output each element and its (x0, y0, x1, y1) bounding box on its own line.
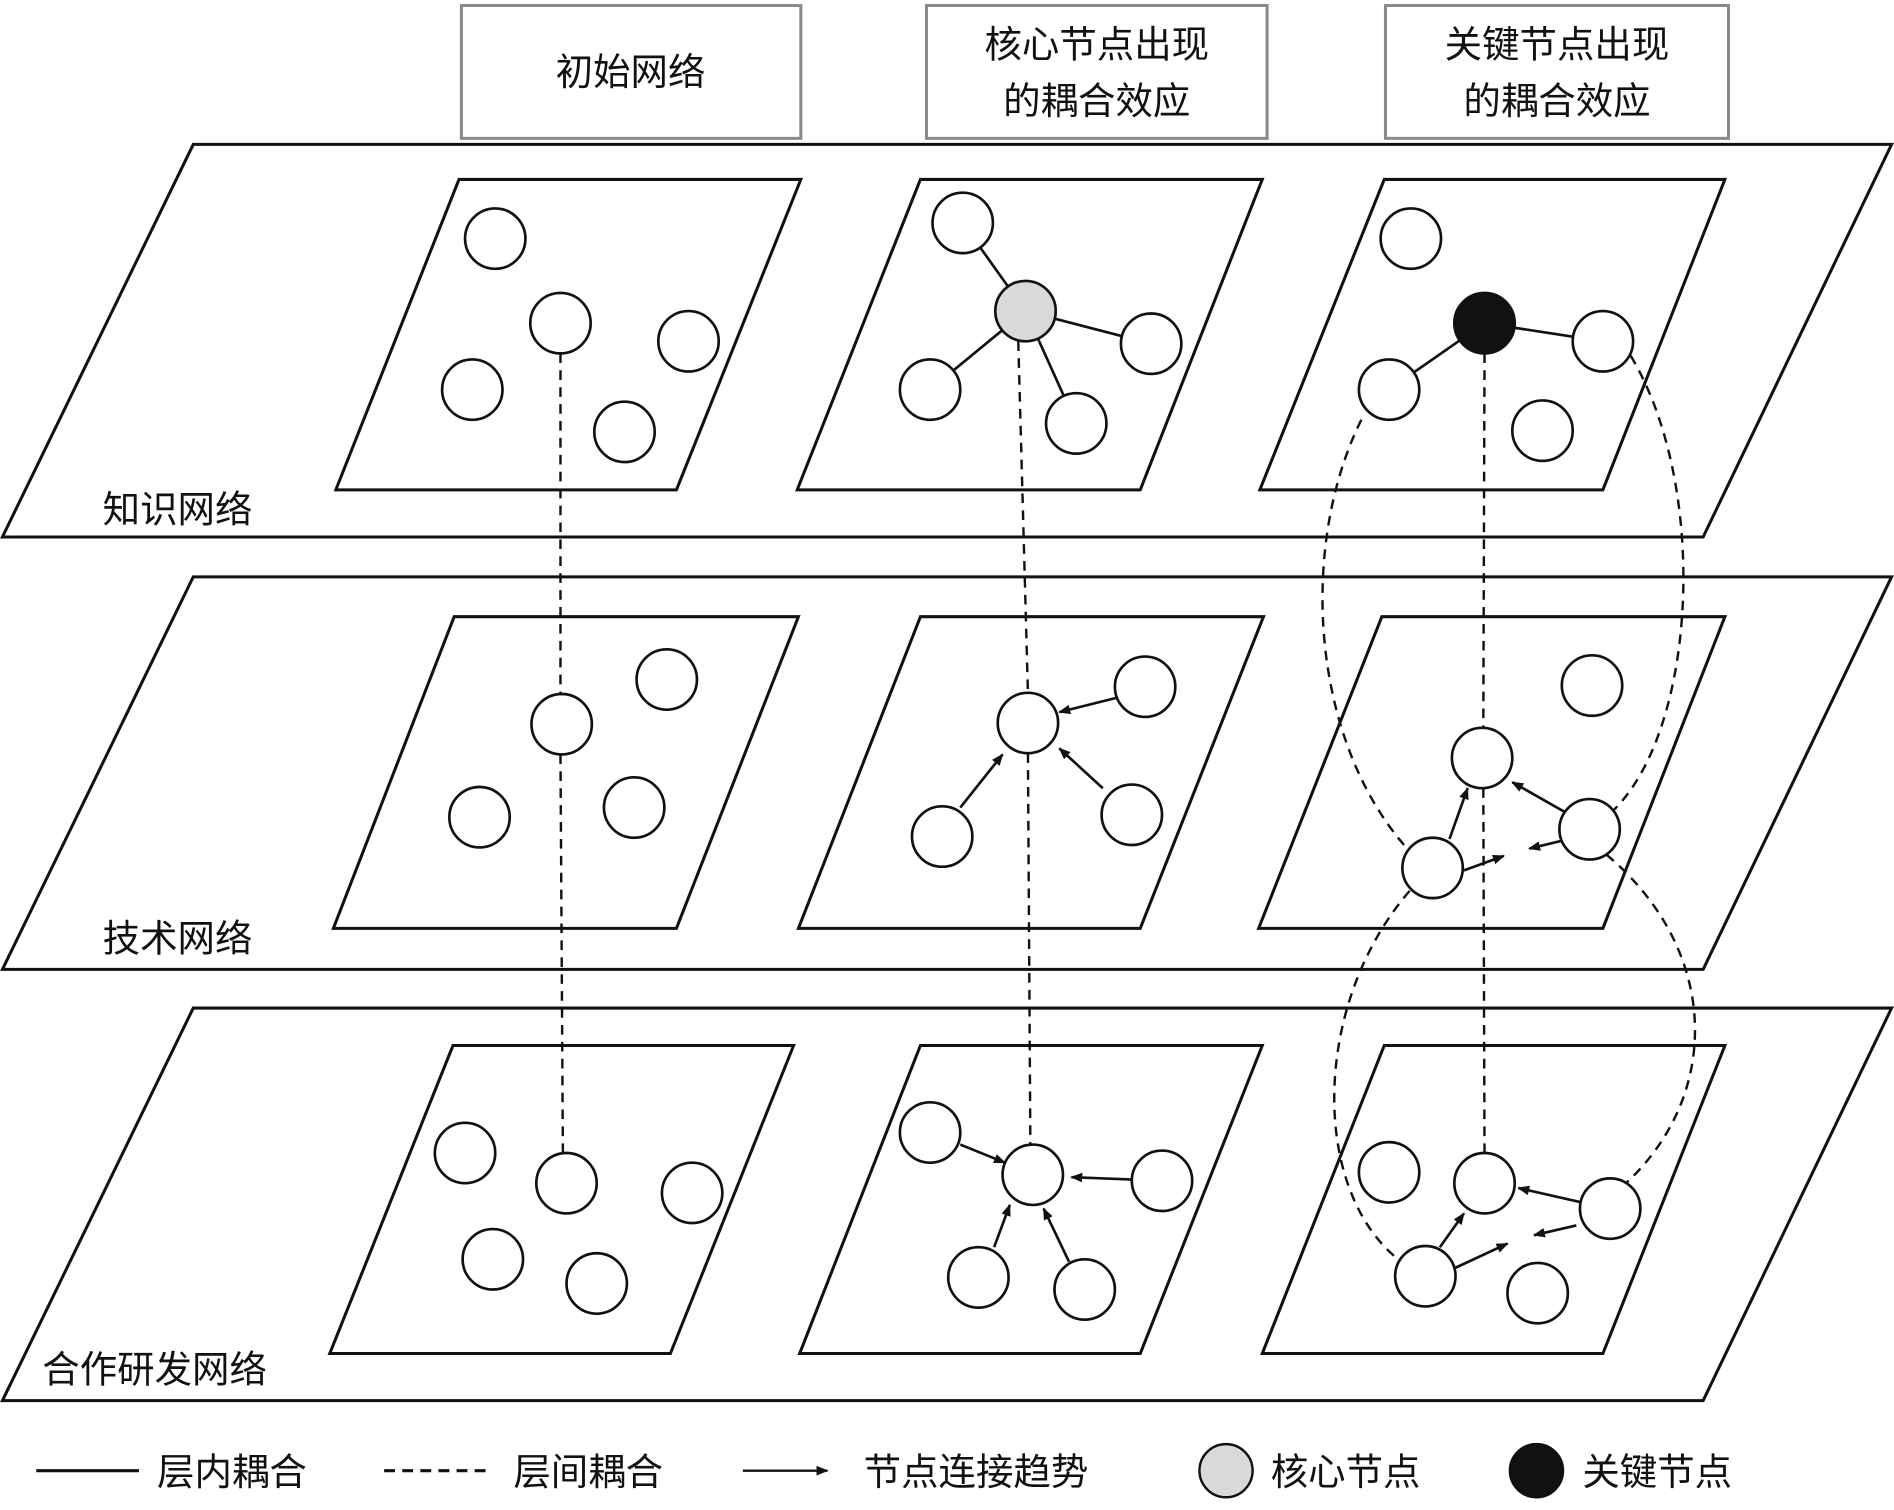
legend-intra-layer: 层内耦合 (157, 1450, 307, 1494)
connection-trend-arrow (1058, 747, 1104, 790)
network-node (996, 691, 1060, 755)
network-node (592, 400, 657, 464)
network-node (1510, 399, 1575, 463)
network-node (931, 191, 995, 255)
header-text-line2: 的耦合效应 (1003, 79, 1190, 123)
network-node (463, 207, 527, 271)
layer-label-collaboration: 合作研发网络 (42, 1348, 267, 1392)
network-node (528, 291, 592, 355)
connection-trend-arrow (1463, 854, 1505, 872)
network-node (1560, 654, 1624, 718)
network-node (1357, 358, 1421, 422)
connection-trend-arrow (1454, 1242, 1509, 1269)
network-node (461, 1227, 525, 1291)
network-node (1452, 1151, 1517, 1215)
key-node-icon (1508, 1442, 1565, 1499)
network-node (1401, 836, 1465, 900)
network-node (656, 309, 721, 373)
connection-trend-arrow (992, 1203, 1012, 1248)
core-node-icon (1198, 1442, 1254, 1499)
connection-trend-arrow (1438, 1212, 1466, 1248)
inter-layer-dashed-curve (1321, 419, 1409, 850)
network-node (1100, 783, 1164, 847)
network-node (1506, 1261, 1570, 1325)
connection-trend-arrow (1448, 787, 1469, 840)
connection-trend-arrow (1511, 781, 1567, 814)
network-node (1113, 655, 1177, 719)
network-node (1044, 391, 1108, 455)
connection-trend-arrow (959, 753, 1004, 809)
legend-trend: 节点连接趋势 (864, 1450, 1089, 1494)
inter-layer-dashed-line (1017, 341, 1030, 693)
inter-layer-dashed-curve (1333, 890, 1411, 1263)
connection-trend-arrow (1058, 696, 1118, 715)
core-node (993, 279, 1058, 343)
inter-layer-dashed-curve (1612, 355, 1685, 811)
network-node (602, 776, 666, 840)
layer-label-technology: 技术网络 (103, 916, 253, 960)
network-node (1571, 309, 1635, 373)
inter-layer-dashed-line (1026, 753, 1032, 1145)
network-node (565, 1251, 629, 1315)
network-node (898, 358, 962, 422)
network-node (1578, 1177, 1642, 1241)
connection-trend-arrow (959, 1143, 1007, 1164)
key-node (1452, 291, 1517, 355)
connection-trend-arrow (1532, 1224, 1577, 1238)
header-key-node-coupling: 关键节点出现 的耦合效应 (1383, 3, 1731, 140)
header-text-line1: 关键节点出现 (1445, 22, 1670, 66)
header-core-node-coupling: 核心节点出现 的耦合效应 (924, 3, 1269, 140)
network-node (1450, 726, 1514, 790)
header-text-line1: 核心节点出现 (984, 22, 1209, 66)
layer-label-knowledge: 知识网络 (103, 487, 253, 531)
network-node (1053, 1257, 1117, 1322)
header-initial-network: 初始网络 (459, 3, 803, 140)
network-node (910, 805, 974, 869)
legend: 层内耦合 层间耦合 节点连接趋势 核心节点 关键节点 (36, 1442, 1732, 1499)
network-node (1001, 1143, 1065, 1207)
network-node (448, 785, 512, 849)
legend-key-node: 关键节点 (1582, 1450, 1732, 1494)
network-node (1130, 1149, 1194, 1213)
network-node (530, 692, 594, 756)
network-node (1558, 797, 1622, 861)
header-text: 初始网络 (556, 50, 706, 94)
network-node (534, 1151, 599, 1215)
network-node (660, 1161, 724, 1225)
inter-layer-dashed-line (1482, 353, 1486, 728)
legend-inter-layer: 层间耦合 (513, 1450, 663, 1494)
network-node (440, 358, 504, 422)
network-node (898, 1100, 962, 1164)
inter-layer-dashed-curve (1605, 853, 1697, 1186)
connection-trend-arrow (1528, 838, 1565, 851)
legend-core-node: 核心节点 (1271, 1450, 1421, 1494)
header-text-line2: 的耦合效应 (1463, 79, 1650, 123)
connection-trend-arrow (1042, 1207, 1071, 1263)
network-node (1393, 1244, 1457, 1308)
network-node (635, 647, 699, 712)
network-node (1379, 207, 1443, 271)
connection-trend-arrow (1070, 1172, 1134, 1183)
network-node (433, 1121, 497, 1185)
network-node (1357, 1140, 1421, 1204)
network-node (1119, 312, 1183, 376)
connection-trend-arrow (1517, 1185, 1583, 1204)
network-node (946, 1245, 1010, 1309)
